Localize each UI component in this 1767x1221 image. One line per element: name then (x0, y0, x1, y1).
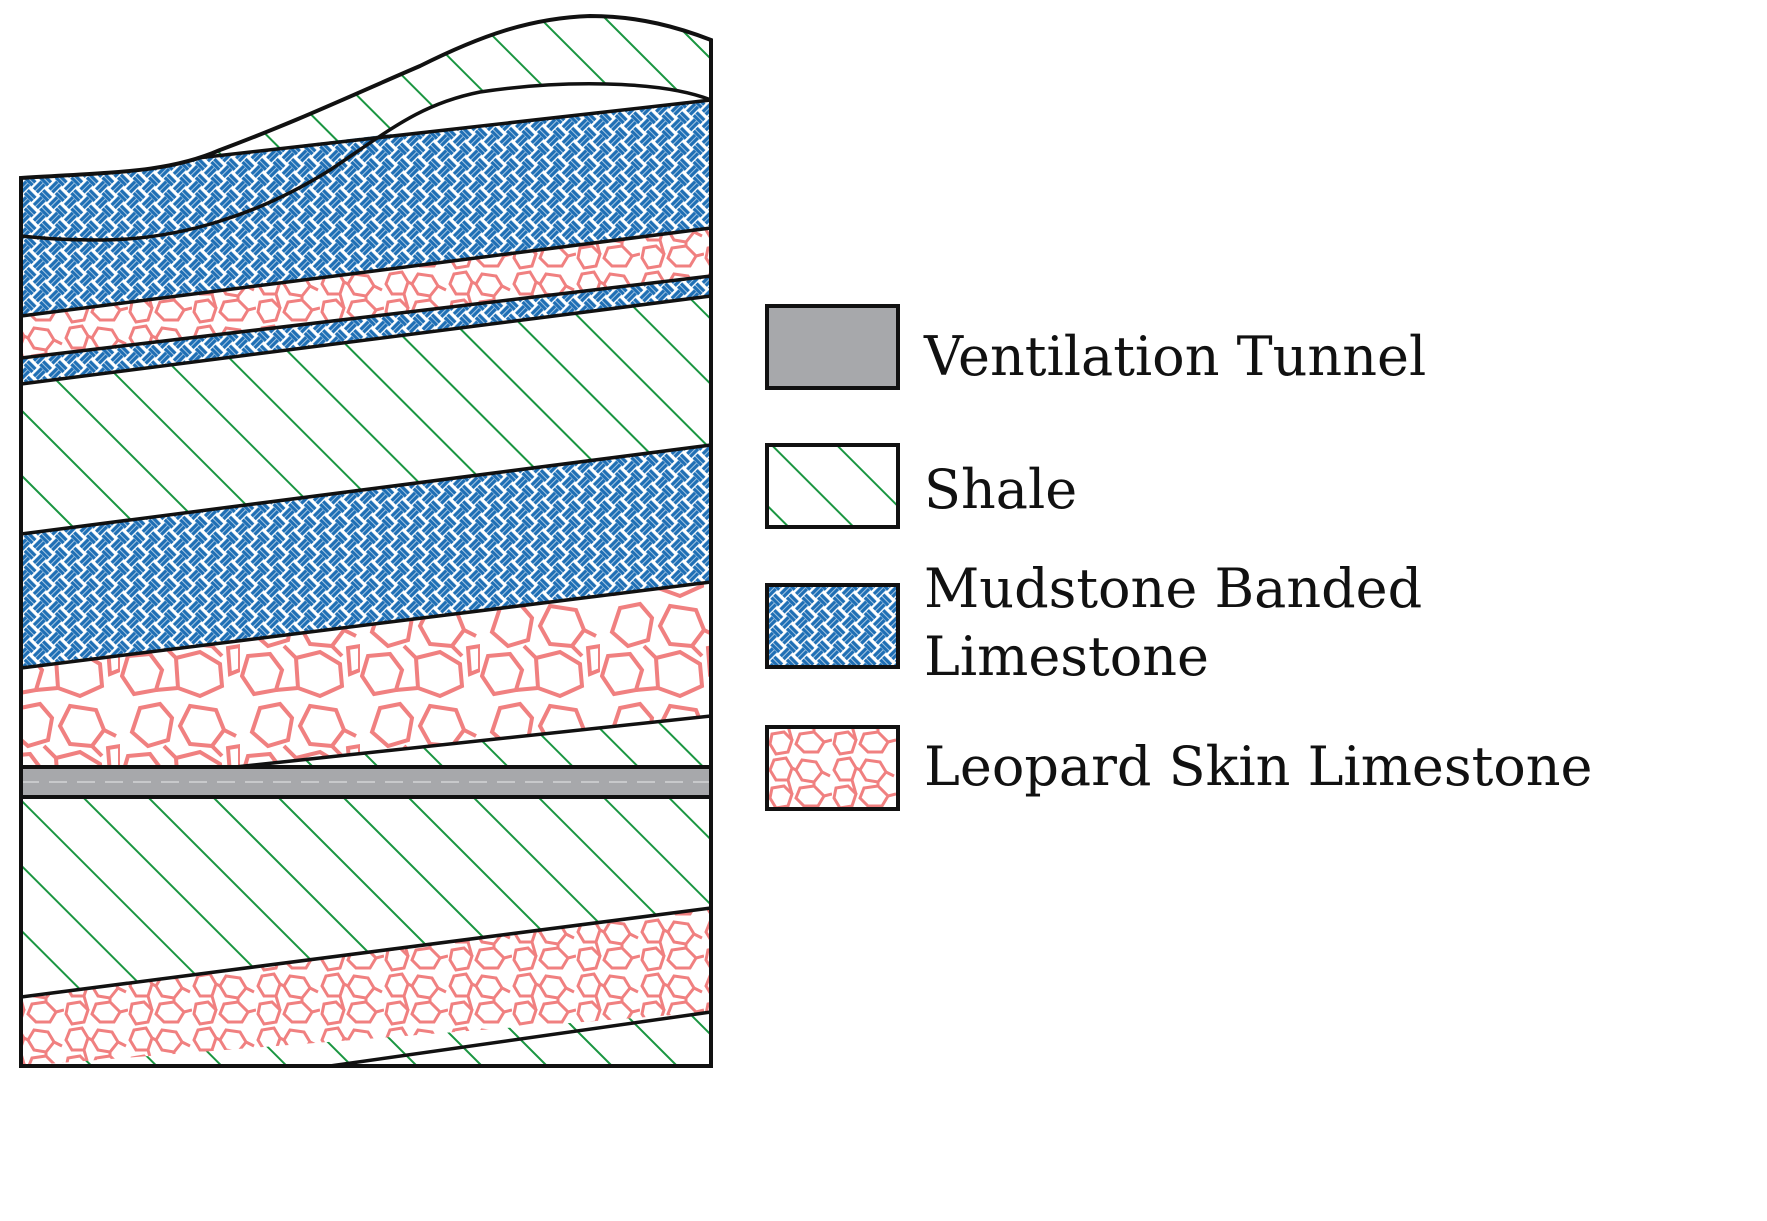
legend-label-tunnel: Ventilation Tunnel (923, 325, 1426, 388)
mudstone-layer-middle (21, 445, 711, 668)
legend-item-leopard: Leopard Skin Limestone (765, 725, 1593, 811)
legend: Ventilation Tunnel Shale Mudstone Banded… (765, 304, 1593, 811)
cross-section (21, 16, 711, 1066)
mudstone-layer-upper-left (21, 134, 392, 240)
legend-label-mudstone-line1: Mudstone Banded (924, 557, 1422, 620)
legend-label-shale: Shale (924, 458, 1077, 521)
legend-swatch-shale (765, 443, 900, 529)
legend-item-tunnel: Ventilation Tunnel (765, 304, 1426, 390)
legend-item-mudstone: Mudstone Banded Limestone (765, 557, 1422, 688)
cross-section-outline (19, 13, 713, 1068)
mudstone-layer-thin (21, 276, 711, 384)
mudstone-layer-upper (21, 100, 711, 316)
legend-item-shale: Shale (765, 443, 1077, 529)
legend-label-mudstone-line2: Limestone (924, 625, 1209, 688)
leopard-layer-middle (21, 582, 711, 790)
legend-swatch-tunnel (765, 304, 900, 390)
leopard-layer-lower (21, 908, 711, 1066)
legend-swatch-mudstone (765, 583, 900, 669)
legend-label-leopard: Leopard Skin Limestone (924, 735, 1593, 798)
shale-layer-middle (21, 296, 711, 534)
legend-swatch-leopard (765, 725, 900, 811)
leopard-layer-upper (21, 228, 711, 358)
